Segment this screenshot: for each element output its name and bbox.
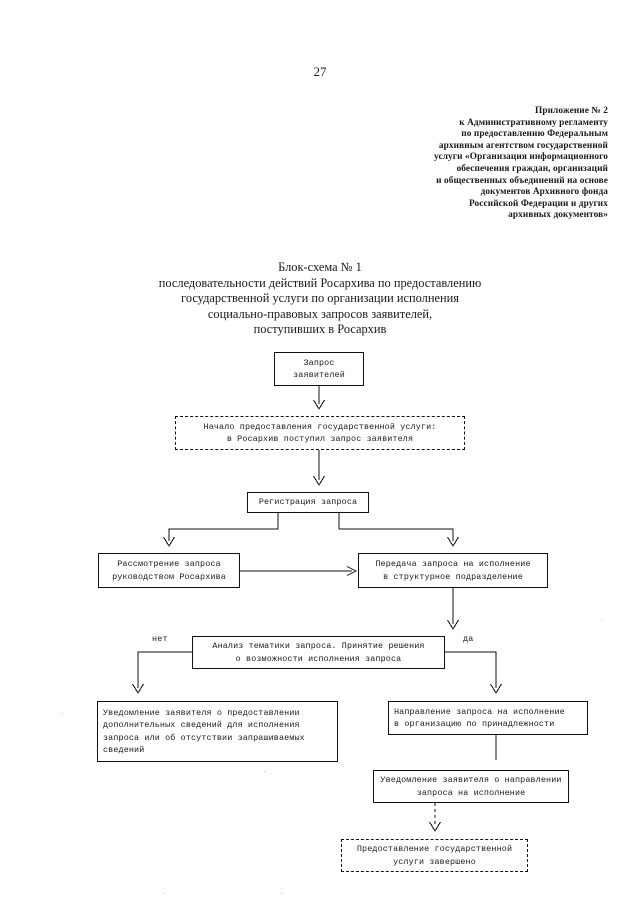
- appendix-line-2: к Административному регламенту: [459, 117, 608, 128]
- flow-node-start-line-2: в Росархив поступил запрос заявителя: [226, 434, 414, 444]
- arrowhead-request-to-start: [313, 399, 325, 410]
- flow-node-transfer[interactable]: Передача запроса на исполнение в структу…: [358, 553, 548, 588]
- flow-node-notify-forwarding-line-1: Уведомление заявителя о направлении: [380, 775, 562, 785]
- flow-node-analysis[interactable]: Анализ тематики запроса. Принятие решени…: [192, 636, 445, 669]
- appendix-line-4: архивным агентством государственной: [438, 140, 608, 151]
- flow-node-forward-request[interactable]: Направление запроса на исполнение в орга…: [388, 701, 588, 735]
- flow-node-start-line-1: Начало предоставления государственной ус…: [203, 421, 437, 432]
- appendix-line-7: и общественных объединений на основе: [436, 175, 608, 186]
- flow-node-notify-forwarding-line-2: запроса на исполнение: [416, 787, 526, 798]
- flow-node-request[interactable]: Запрос заявителей: [274, 352, 364, 386]
- flow-node-forward-request-line-2: в организацию по принадлежности: [394, 719, 555, 729]
- flow-node-notify-additional-info-line-1: Уведомление заявителя о предоставлении: [103, 707, 300, 718]
- appendix-line-9: Российской Федерации и других: [469, 198, 608, 209]
- scan-speck: [264, 771, 265, 772]
- appendix-line-1: Приложение № 2: [534, 106, 608, 116]
- flow-node-transfer-line-1: Передача запроса на исполнение: [375, 559, 531, 569]
- edge-analysis-to-notify-extra: [137, 651, 192, 688]
- appendix-line-6: обеспечения граждан, организаций: [456, 163, 608, 174]
- appendix-reference-block: Приложение № 2 к Административному регла…: [358, 106, 608, 222]
- edge-analysis-to-forward: [445, 651, 497, 688]
- arrowhead-review-to-transfer: [346, 566, 358, 576]
- appendix-line-10: архивных документов»: [508, 210, 608, 221]
- scan-speck: [163, 893, 164, 894]
- arrowhead-registration-to-review: [163, 536, 175, 547]
- appendix-line-5: услуги «Организация информационного: [434, 152, 608, 163]
- flow-node-transfer-line-2: в структурное подразделение: [383, 571, 523, 582]
- scan-speck: [62, 713, 63, 714]
- flowchart-title-line-3: государственной услуги по организации ис…: [181, 291, 459, 306]
- appendix-line-8: документов Архивного фонда: [480, 187, 608, 198]
- branch-label-no: нет: [152, 634, 168, 644]
- flow-node-analysis-line-1: Анализ тематики запроса. Принятие решени…: [212, 641, 425, 651]
- branch-label-yes: да: [463, 634, 474, 644]
- flow-node-registration-line-1: Регистрация запроса: [258, 497, 358, 508]
- flowchart-title-line-5: поступивших в Росархив: [253, 322, 387, 337]
- flowchart-title-line-4: социально-правовых запросов заявителей,: [207, 306, 433, 321]
- flow-node-notify-additional-info[interactable]: Уведомление заявителя о предоставлении д…: [97, 701, 338, 762]
- scan-speck: [601, 620, 602, 621]
- scan-speck: [281, 893, 282, 894]
- page-number: 27: [313, 64, 327, 79]
- flow-node-review-line-1: Рассмотрение запроса: [117, 559, 221, 569]
- flow-node-service-complete[interactable]: Предоставление государственной услуги за…: [341, 839, 528, 872]
- flowchart-title-line-2: последовательности действий Росархива по…: [158, 275, 482, 290]
- flow-node-notify-additional-info-line-2: дополнительных сведений для исполнения: [103, 720, 300, 730]
- flow-node-forward-request-line-1: Направление запроса на исполнение: [394, 706, 565, 717]
- arrowhead-transfer-to-analysis: [447, 619, 459, 630]
- arrowhead-start-to-registration: [313, 475, 325, 486]
- flow-node-review-line-2: руководством Росархива: [112, 571, 226, 582]
- flowchart-title: Блок-схема № 1 последовательности действ…: [0, 260, 640, 338]
- flow-node-notify-additional-info-line-4: сведений: [103, 745, 145, 755]
- flow-node-analysis-line-2: о возможности исполнения запроса: [235, 653, 402, 664]
- flow-node-notify-additional-info-line-3: запроса или об отсутствии запрашиваемых: [103, 732, 305, 743]
- arrowhead-analysis-to-notify-extra: [132, 683, 144, 694]
- appendix-line-3: по предоставлению Федеральным: [461, 129, 608, 140]
- flow-node-review[interactable]: Рассмотрение запроса руководством Росарх…: [98, 553, 240, 588]
- flow-node-request-line-2: заявителей: [293, 370, 345, 380]
- flow-node-start[interactable]: Начало предоставления государственной ус…: [175, 416, 465, 450]
- flowchart-title-line-1: Блок-схема № 1: [278, 260, 362, 274]
- edge-registration-to-transfer: [338, 513, 454, 541]
- flow-node-service-complete-line-2: услуги завершено: [393, 856, 476, 867]
- arrowhead-registration-to-transfer: [447, 536, 459, 547]
- arrowhead-notify-forward-to-complete: [429, 821, 441, 832]
- flow-node-request-line-1: Запрос: [303, 357, 335, 368]
- flow-node-registration[interactable]: Регистрация запроса: [247, 492, 369, 513]
- flow-node-notify-forwarding[interactable]: Уведомление заявителя о направлении запр…: [373, 770, 569, 803]
- edge-registration-to-review: [168, 513, 279, 541]
- flow-node-service-complete-line-1: Предоставление государственной: [356, 844, 513, 854]
- arrowhead-analysis-to-forward: [490, 683, 502, 694]
